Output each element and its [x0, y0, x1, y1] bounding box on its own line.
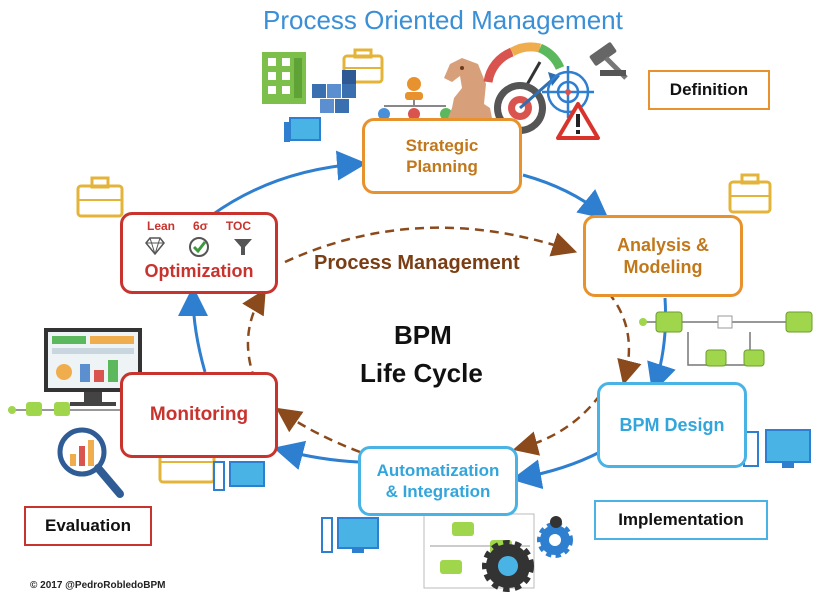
- funnel-icon: [234, 239, 252, 255]
- tool-toc-label: TOC: [225, 219, 252, 233]
- stage-analysis-modeling[interactable]: Analysis & Modeling: [583, 215, 743, 297]
- monitoring-label: Monitoring: [149, 404, 249, 426]
- optimization-tools-row: Lean 6σ TOC: [147, 219, 251, 234]
- page-title: Process Oriented Management: [263, 5, 623, 35]
- automatization-line2: & Integration: [385, 482, 491, 501]
- arrow-automatization-to-monitoring: [273, 440, 359, 470]
- analysis-modeling-line2: Modeling: [623, 257, 703, 277]
- process-flow-icon: [639, 311, 813, 367]
- arrow-planning-to-analysis: [522, 173, 609, 220]
- diamond-icon: [145, 237, 165, 256]
- center-title-line2: Life Cycle: [360, 358, 483, 388]
- stage-monitoring[interactable]: Monitoring: [120, 372, 278, 458]
- outer-cycle-arrows: [178, 150, 676, 490]
- compass-icon: [542, 66, 594, 118]
- briefcase-icon: [76, 176, 124, 218]
- computer-icon: [213, 461, 265, 491]
- phase-definition-text: Definition: [669, 80, 749, 99]
- stage-strategic-planning[interactable]: Strategic Planning: [362, 118, 522, 194]
- warning-icon: [556, 102, 600, 140]
- optimization-label: Optimization: [144, 261, 254, 281]
- arrow-analysis-to-design: [647, 297, 676, 394]
- stage-automatization-integration[interactable]: Automatization & Integration: [358, 446, 518, 516]
- stage-bpm-design[interactable]: BPM Design: [597, 382, 747, 468]
- cubes-icon: [312, 70, 356, 113]
- gears-icon: [482, 516, 573, 592]
- gavel-icon: [589, 42, 628, 80]
- center-title-line1: BPM: [394, 320, 452, 350]
- computer-icon: [321, 517, 379, 553]
- computer-icon: [284, 117, 321, 142]
- ring-label-process-management: Process Management: [314, 252, 520, 274]
- tool-six-sigma-label: 6σ: [193, 219, 208, 233]
- chess-knight-icon: [444, 58, 492, 118]
- magnifier-chart-icon: [57, 427, 124, 498]
- phase-evaluation-label: Evaluation: [24, 506, 152, 546]
- phase-implementation-label: Implementation: [594, 500, 768, 540]
- strategic-planning-line1: Strategic: [405, 135, 479, 155]
- strategic-planning-line2: Planning: [406, 157, 478, 176]
- optimization-icons-row: [144, 236, 254, 258]
- arrow-monitoring-to-optimization: [178, 286, 209, 373]
- briefcase-icon: [728, 173, 772, 214]
- building-icon: [262, 52, 306, 104]
- process-flow-icon: [8, 402, 120, 416]
- automatization-line1: Automatization: [376, 460, 500, 480]
- computer-icon: [743, 429, 811, 468]
- stage-optimization[interactable]: Lean 6σ TOC Optimization: [120, 212, 278, 294]
- check-circle-icon: [189, 237, 209, 257]
- tool-lean-label: Lean: [146, 219, 175, 233]
- arrow-optimization-to-planning: [211, 150, 367, 217]
- inner-dashed-ring: [242, 226, 642, 456]
- copyright-text: © 2017 @PedroRobledoBPM: [30, 580, 166, 591]
- phase-definition-label: Definition: [648, 70, 770, 110]
- bpm-design-label: BPM Design: [619, 414, 725, 435]
- analysis-modeling-line1: Analysis &: [616, 234, 710, 255]
- phase-implementation-text: Implementation: [618, 510, 744, 529]
- arrow-design-to-automatization: [511, 450, 601, 490]
- phase-evaluation-text: Evaluation: [45, 516, 131, 535]
